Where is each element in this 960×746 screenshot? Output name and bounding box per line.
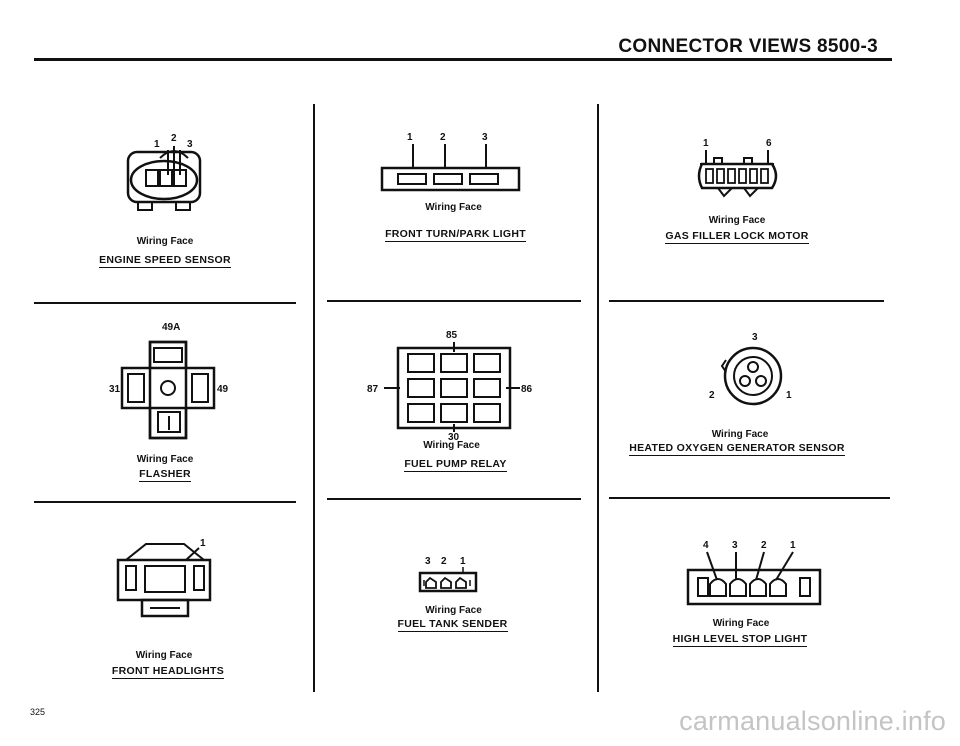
pin-label-2: 2 bbox=[171, 133, 177, 144]
connector-name: ENGINE SPEED SENSOR bbox=[99, 254, 231, 268]
high-level-stop-light-diagram: 4 3 2 1 bbox=[686, 540, 822, 606]
connector-front-headlights: 1 Wiring Face FRONT HEADLIGHTS bbox=[34, 530, 296, 690]
pin-label-3: 3 bbox=[187, 139, 193, 150]
pin-label-2: 2 bbox=[440, 132, 446, 143]
row-divider bbox=[609, 497, 890, 499]
pin-label-1: 1 bbox=[200, 538, 206, 549]
connector-name: FUEL PUMP RELAY bbox=[404, 458, 507, 472]
pin-label-3: 3 bbox=[732, 540, 738, 551]
page-number: 325 bbox=[30, 707, 46, 717]
header-rule bbox=[34, 58, 892, 61]
wiring-face-label: Wiring Face bbox=[136, 236, 194, 247]
pin-label-3: 3 bbox=[482, 132, 488, 143]
fuel-pump-relay-diagram: 85 87 86 30 bbox=[367, 330, 533, 443]
pin-label-31: 31 bbox=[109, 384, 121, 395]
wiring-face-label: Wiring Face bbox=[423, 440, 480, 451]
pin-label-30: 30 bbox=[448, 432, 460, 443]
wiring-face-label: Wiring Face bbox=[711, 429, 769, 440]
connector-name: FLASHER bbox=[139, 468, 191, 482]
connector-high-level-stop-light: 4 3 2 1 Wiring Face HIGH LEVEL STOP LIGH… bbox=[598, 530, 888, 660]
pin-label-49: 49 bbox=[217, 384, 229, 395]
connector-name: HEATED OXYGEN GENERATOR SENSOR bbox=[629, 442, 845, 456]
wiring-face-label: Wiring Face bbox=[136, 454, 194, 465]
pin-label-2: 2 bbox=[441, 556, 447, 567]
connector-engine-speed-sensor: 1 2 3 Wiring Face ENGINE SPEED SENSOR bbox=[34, 120, 296, 270]
wiring-face-label: Wiring Face bbox=[425, 202, 482, 213]
column-divider-left bbox=[313, 104, 315, 692]
pin-label-4: 4 bbox=[703, 540, 709, 551]
flasher-diagram: 49A 31 49 bbox=[109, 322, 229, 440]
wiring-face-label: Wiring Face bbox=[712, 618, 770, 629]
heated-oxygen-generator-sensor-diagram: 3 2 1 bbox=[709, 332, 792, 406]
engine-speed-sensor-diagram: 1 2 3 bbox=[126, 133, 202, 211]
connector-name: FUEL TANK SENDER bbox=[397, 618, 508, 632]
pin-label-1: 1 bbox=[460, 556, 466, 567]
row-divider bbox=[327, 498, 581, 500]
connector-name: FRONT HEADLIGHTS bbox=[111, 665, 225, 679]
row-divider bbox=[609, 300, 884, 302]
pin-label-1: 1 bbox=[790, 540, 796, 551]
wiring-face-label: Wiring Face bbox=[135, 650, 193, 661]
gas-filler-lock-motor-diagram: 1 6 bbox=[697, 138, 778, 198]
fuel-tank-sender-diagram: 3 2 1 bbox=[418, 556, 478, 593]
page-header-title: CONNECTOR VIEWS 8500-3 bbox=[618, 36, 878, 57]
pin-label-87: 87 bbox=[367, 384, 379, 395]
column-divider-right bbox=[597, 104, 599, 692]
connector-fuel-pump-relay: 85 87 86 30 Wiring Face FUEL PUMP RELAY bbox=[314, 322, 597, 482]
pin-label-3: 3 bbox=[752, 332, 758, 343]
pin-label-1: 1 bbox=[786, 390, 792, 401]
pin-label-1: 1 bbox=[154, 139, 160, 150]
connector-name: FRONT TURN/PARK LIGHT bbox=[385, 228, 526, 242]
row-divider bbox=[34, 501, 296, 503]
pin-label-1: 1 bbox=[703, 138, 709, 149]
pin-label-6: 6 bbox=[766, 138, 772, 149]
connector-front-turn-park-light: 1 2 3 Wiring Face FRONT TURN/PARK LIGHT bbox=[314, 120, 597, 250]
pin-label-3: 3 bbox=[425, 556, 431, 567]
front-headlights-diagram: 1 bbox=[116, 538, 212, 618]
connector-name: HIGH LEVEL STOP LIGHT bbox=[672, 633, 808, 647]
row-divider bbox=[327, 300, 581, 302]
row-divider bbox=[34, 302, 296, 304]
pin-label-86: 86 bbox=[521, 384, 533, 395]
pin-label-2: 2 bbox=[709, 390, 715, 401]
connector-name: GAS FILLER LOCK MOTOR bbox=[665, 230, 809, 244]
connector-fuel-tank-sender: 3 2 1 Wiring Face FUEL TANK SENDER bbox=[314, 548, 597, 658]
wiring-face-label: Wiring Face bbox=[425, 605, 482, 616]
watermark: carmanualsonline.info bbox=[679, 706, 946, 736]
pin-label-85: 85 bbox=[446, 330, 458, 341]
pin-label-1: 1 bbox=[407, 132, 413, 143]
wiring-face-label: Wiring Face bbox=[708, 215, 766, 226]
pin-label-2: 2 bbox=[761, 540, 767, 551]
front-turn-park-light-diagram: 1 2 3 bbox=[380, 132, 521, 192]
connector-gas-filler-lock-motor: 1 6 Wiring Face GAS FILLER LOCK MOTOR bbox=[598, 120, 888, 250]
connector-flasher: 49A 31 49 Wiring Face FLASHER bbox=[34, 312, 296, 482]
pin-label-49a: 49A bbox=[162, 322, 180, 333]
connector-heated-oxygen-generator-sensor: 3 2 1 Wiring Face HEATED OXYGEN GENERATO… bbox=[598, 322, 888, 482]
